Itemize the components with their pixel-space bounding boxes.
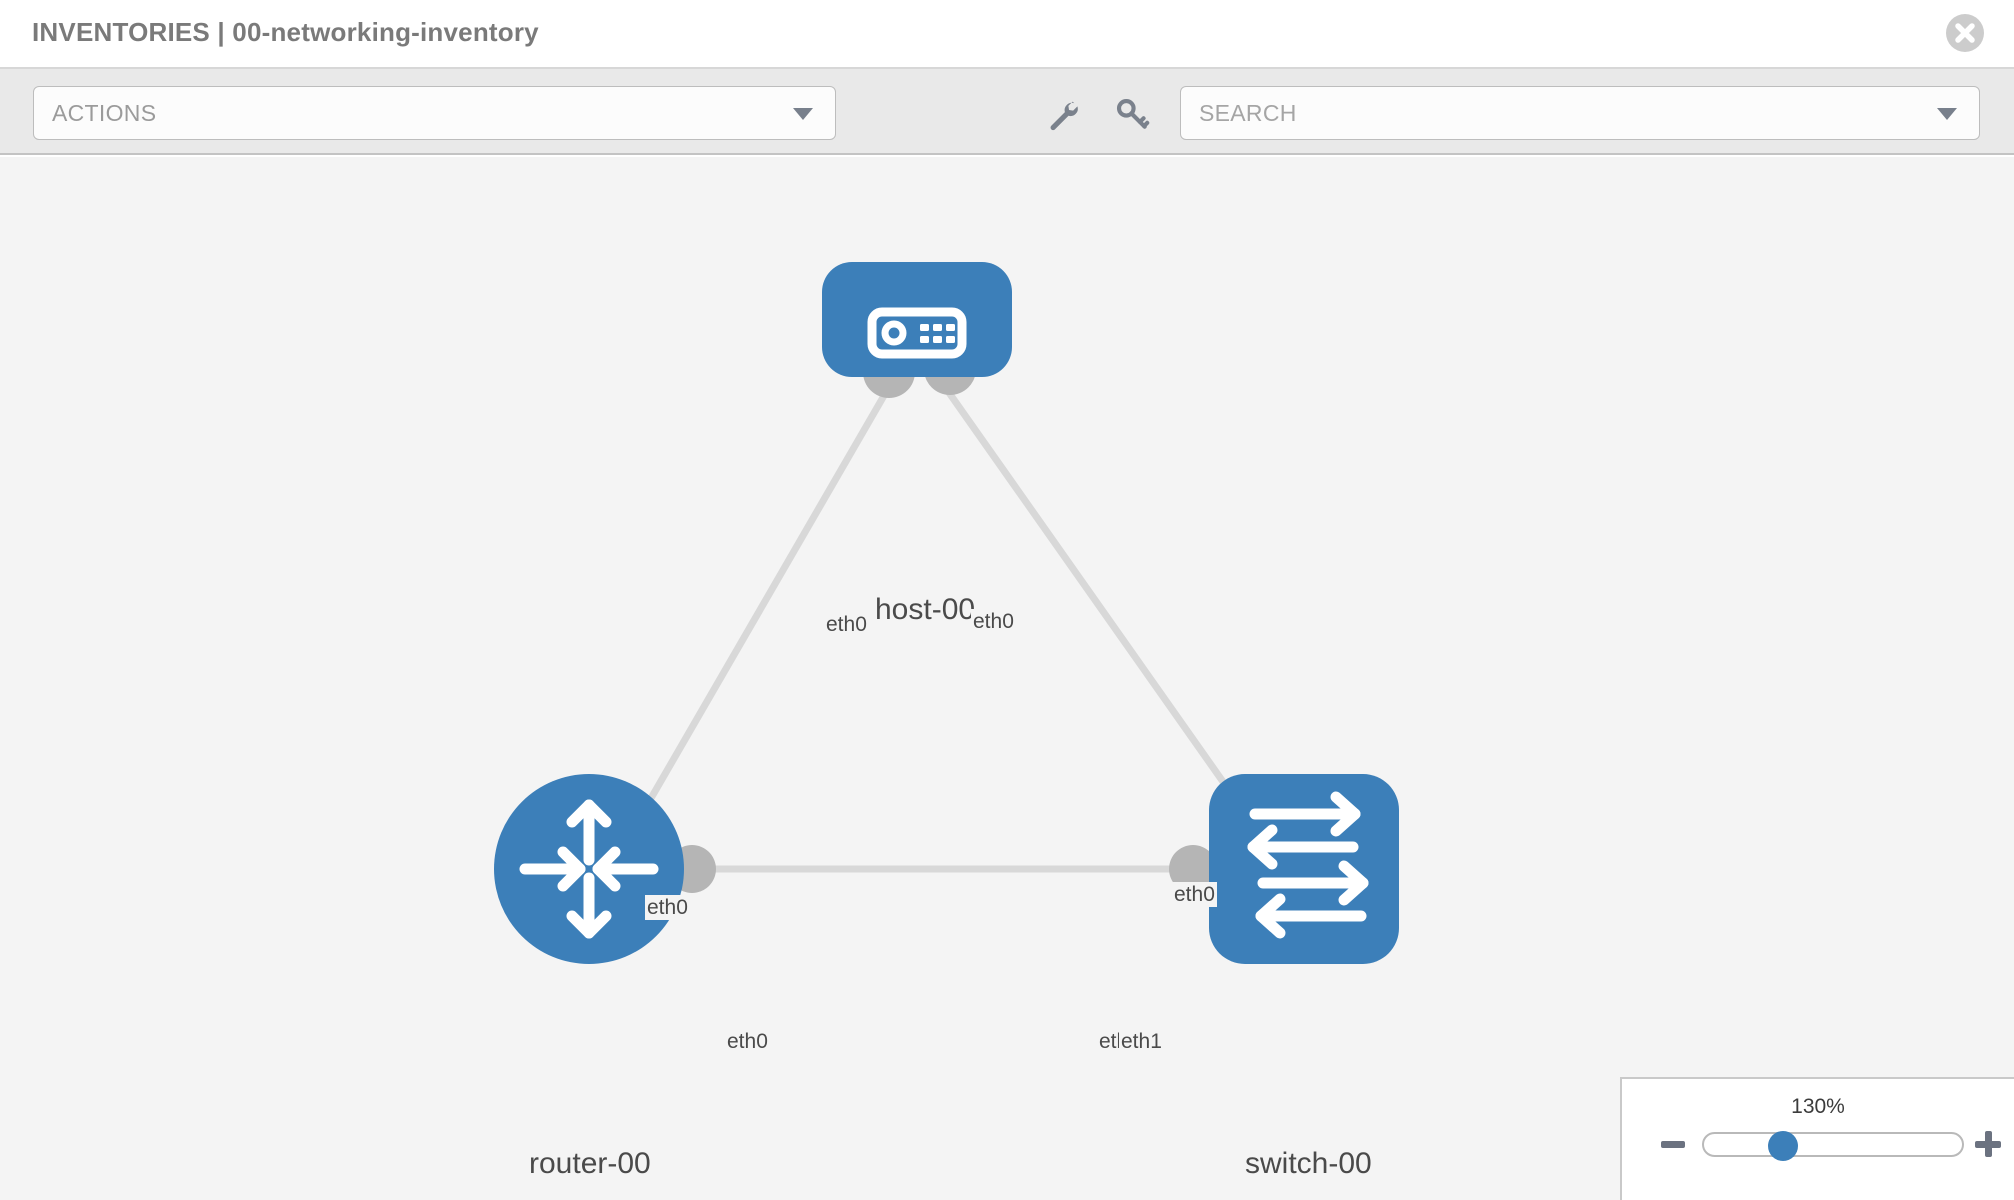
key-icon[interactable] (1113, 95, 1151, 133)
port-switch00-left (1169, 845, 1217, 893)
port-label-switch00-eth1: eth1 (1119, 1029, 1164, 1054)
link-host00-switch00 (942, 384, 1279, 860)
port-label-switch00-uplink: eth0 (1172, 882, 1217, 907)
topology-graph (494, 262, 1399, 964)
actions-dropdown[interactable]: ACTIONS (33, 86, 836, 140)
close-icon[interactable] (1946, 14, 1984, 52)
link-host00-router00 (613, 385, 893, 859)
zoom-control-panel: 130% (1620, 1077, 2014, 1200)
port-label-host00-left: eth0 (824, 612, 869, 637)
zoom-slider-track[interactable] (1702, 1132, 1964, 1157)
chevron-down-icon[interactable] (1937, 108, 1957, 120)
port-label-host00-right: eth0 (971, 609, 1016, 634)
zoom-slider-thumb[interactable] (1768, 1131, 1798, 1161)
page-title: INVENTORIES | 00-networking-inventory (32, 17, 539, 47)
server-appliance-icon (867, 307, 967, 359)
node-router-00[interactable] (494, 774, 684, 964)
link-layer (613, 384, 1279, 873)
zoom-percentage-label: 130% (1791, 1095, 1845, 1118)
switch-arrows-icon (1247, 791, 1369, 939)
node-host-00[interactable] (822, 262, 1012, 377)
toolbar: ACTIONS SEARCH (0, 69, 2014, 155)
port-label-router00-eth0: eth0 (725, 1029, 770, 1054)
search-input[interactable]: SEARCH (1180, 86, 1980, 140)
node-switch-00[interactable] (1209, 774, 1399, 964)
page-header: INVENTORIES | 00-networking-inventory (0, 0, 2014, 69)
search-placeholder: SEARCH (1199, 100, 1297, 126)
topology-canvas[interactable]: host-00 router-00 switch-00 eth0 eth0 et… (0, 157, 2014, 1200)
zoom-out-button[interactable] (1661, 1141, 1685, 1148)
actions-dropdown-label: ACTIONS (52, 100, 157, 126)
wrench-icon[interactable] (1044, 95, 1082, 133)
node-label-host-00: host-00 (873, 593, 978, 627)
port-label-router00-uplink: eth0 (645, 895, 690, 920)
chevron-down-icon (793, 108, 813, 120)
zoom-in-button[interactable] (1975, 1131, 2001, 1157)
node-label-switch-00: switch-00 (1243, 1147, 1374, 1181)
node-label-router-00: router-00 (527, 1147, 653, 1181)
router-arrows-icon (519, 799, 659, 939)
